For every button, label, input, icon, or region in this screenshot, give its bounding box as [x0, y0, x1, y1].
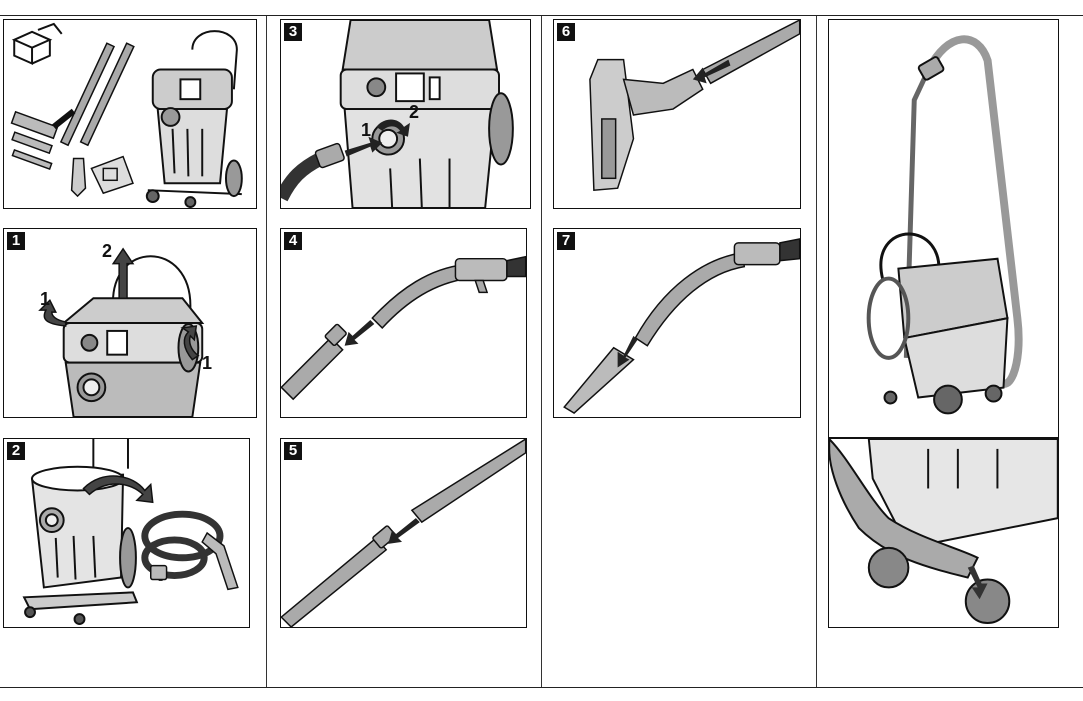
tube-upper — [412, 439, 526, 522]
panel-step-5: 5 — [280, 438, 527, 628]
panel-package-contents — [3, 19, 257, 209]
connect-tubes-illustration — [281, 439, 526, 627]
tube — [703, 20, 800, 83]
bottom-rule — [0, 687, 1083, 688]
step-badge: 6 — [557, 23, 575, 41]
callout-label: 2 — [102, 241, 112, 262]
step-badge: 2 — [7, 442, 25, 460]
bracket-tool — [91, 157, 133, 194]
panel-brake — [828, 438, 1059, 628]
tube — [281, 338, 342, 399]
hose-cuff — [151, 566, 167, 580]
arrow-icon — [345, 320, 375, 346]
remove-accessories-illustration — [4, 439, 249, 627]
hose-segment — [281, 159, 321, 199]
panel-step-6: 6 — [553, 19, 801, 209]
wheel-brake-illustration — [829, 439, 1058, 627]
hose-handle — [635, 253, 744, 346]
attach-floor-nozzle-illustration — [554, 20, 800, 208]
column-divider-3 — [816, 16, 817, 687]
tube-lower — [281, 538, 386, 627]
panel-step-3: 3 1 2 — [280, 19, 531, 209]
callout-label: 1 — [361, 120, 371, 141]
package-contents-illustration — [4, 20, 256, 208]
panel-step-2: 2 — [3, 438, 250, 628]
callout-label: 2 — [409, 102, 419, 123]
attach-bend-illustration — [281, 229, 526, 417]
column-divider-2 — [541, 16, 542, 687]
attach-hose-illustration — [281, 20, 530, 208]
panel-step-7: 7 — [553, 228, 801, 418]
panel-step-4: 4 — [280, 228, 527, 418]
box-icon — [14, 24, 61, 64]
step-badge: 3 — [284, 23, 302, 41]
hose-handle — [372, 265, 467, 328]
column-divider-1 — [266, 16, 267, 687]
step-badge: 1 — [7, 232, 25, 250]
callout-label: 1 — [202, 353, 212, 374]
vacuum-small — [147, 31, 242, 207]
step-badge: 7 — [557, 232, 575, 250]
step-badge: 5 — [284, 442, 302, 460]
attach-crevice-tool-illustration — [554, 229, 800, 417]
extension-tubes — [61, 43, 134, 145]
remove-head-illustration — [4, 229, 256, 417]
storage-illustration — [829, 20, 1058, 437]
callout-label: 1 — [40, 289, 50, 310]
arrow-icon — [388, 518, 420, 544]
crevice-tool — [72, 159, 86, 197]
step-badge: 4 — [284, 232, 302, 250]
panel-storage — [828, 19, 1059, 438]
panel-step-1: 1 2 1 1 — [3, 228, 257, 418]
hose-cuff — [315, 143, 345, 169]
